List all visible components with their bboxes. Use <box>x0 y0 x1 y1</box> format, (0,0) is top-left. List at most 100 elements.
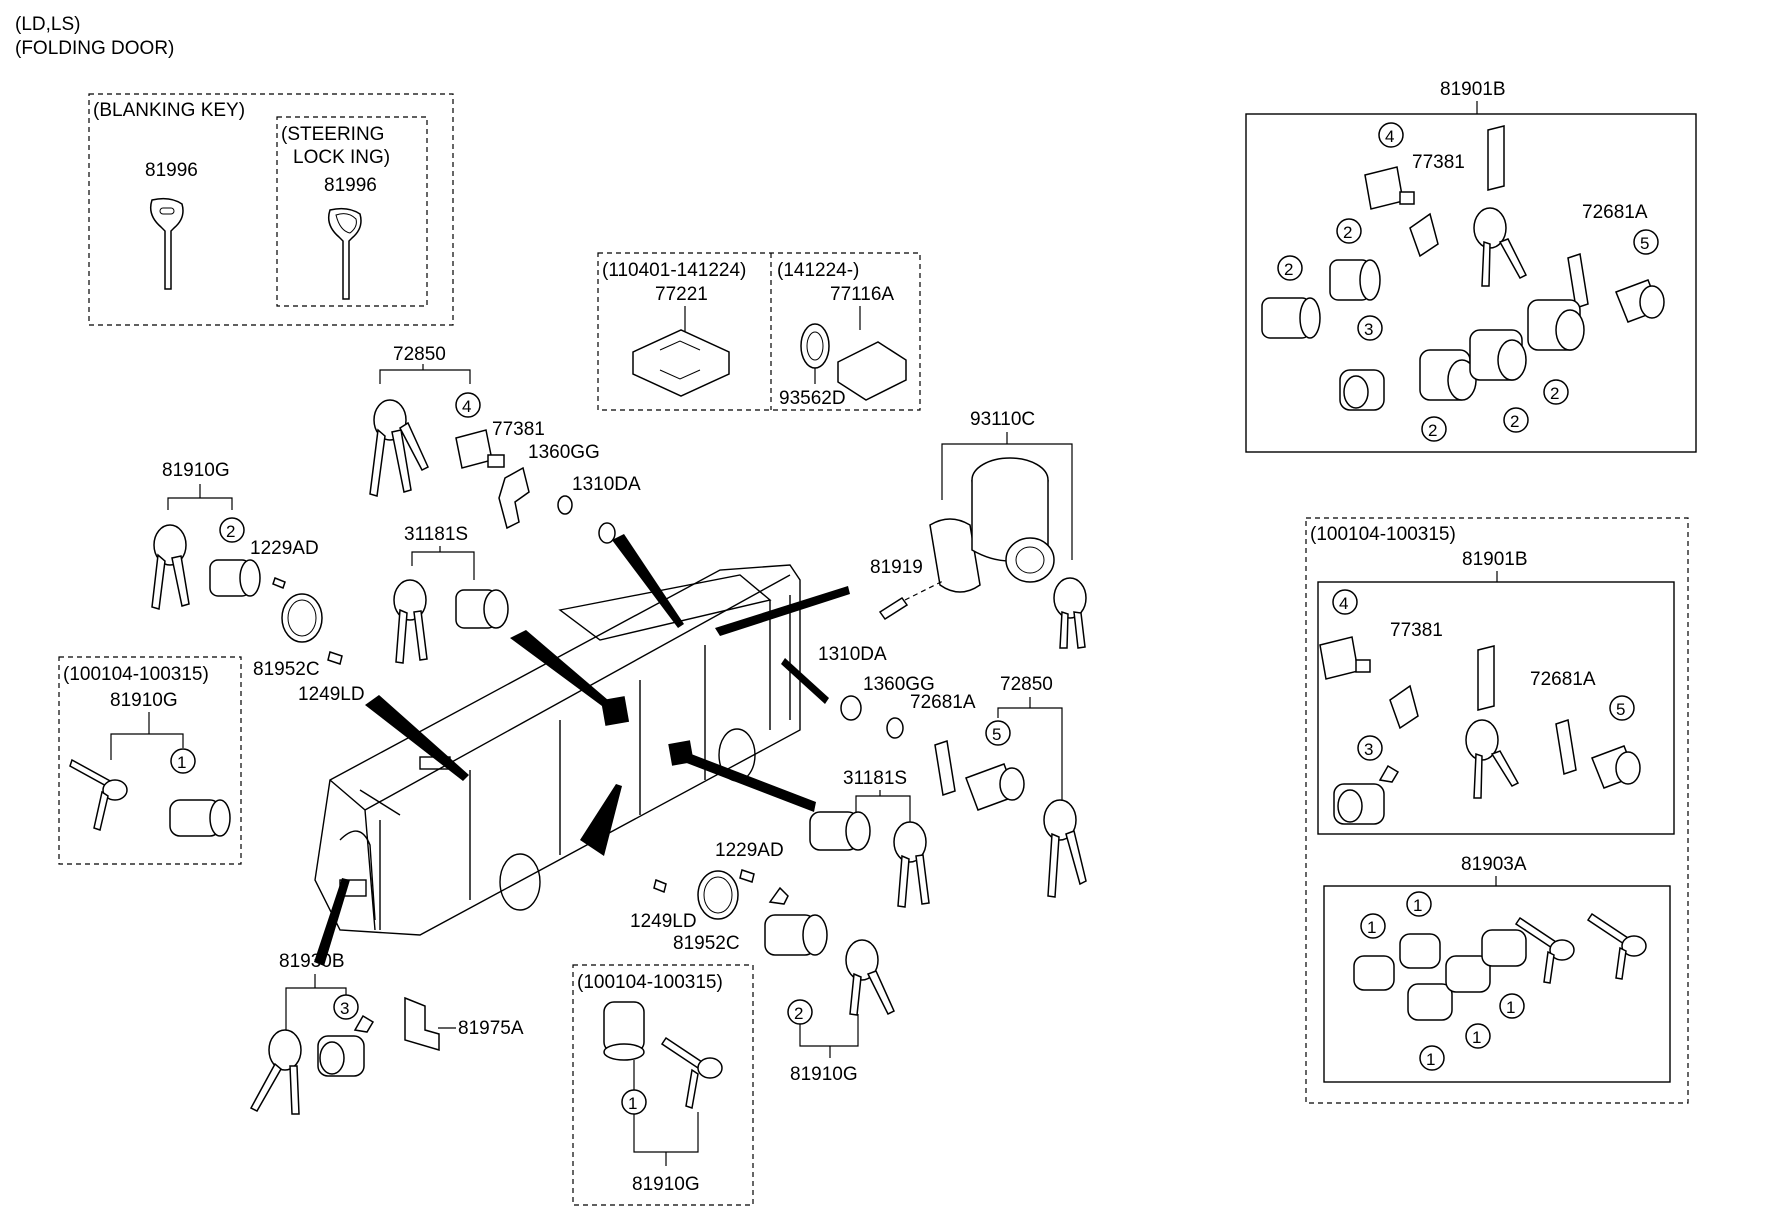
callout-1-icon <box>1406 891 1432 917</box>
clip-77381-icon <box>1409 212 1439 258</box>
blanking-key-label: (BLANKING KEY) <box>93 100 245 121</box>
key-set-icon <box>660 1036 723 1109</box>
part-1229AD-a: 1229AD <box>250 538 319 559</box>
part-72850-a: 72850 <box>393 344 446 365</box>
blanking-key-box <box>88 93 454 326</box>
key-set-icon <box>369 399 429 497</box>
part-81919: 81919 <box>870 557 923 578</box>
bracket-77116A-icon <box>837 341 907 401</box>
svg-text:3: 3 <box>1364 740 1373 759</box>
part-81975A: 81975A <box>458 1018 524 1039</box>
kit-box-81903A <box>1323 885 1671 1083</box>
clip-77381-icon <box>1389 684 1419 730</box>
blank-key-icon <box>149 197 184 290</box>
callout-2-icon <box>1503 407 1529 433</box>
callout-2-icon <box>1277 255 1303 281</box>
svg-text:3: 3 <box>340 999 349 1018</box>
part-1249LD-a: 1249LD <box>298 684 365 705</box>
part-77116A: 77116A <box>830 284 894 305</box>
svg-text:1: 1 <box>628 1094 637 1113</box>
key-set-icon <box>845 939 895 1016</box>
lock-cylinder-icon <box>1591 745 1641 789</box>
lock-cylinder-icon <box>1419 349 1477 401</box>
callout-5-icon <box>1633 229 1659 255</box>
lock-cylinder-icon <box>1407 983 1453 1021</box>
part-77381-b: 77381 <box>1412 152 1465 173</box>
lock-cylinder-icon <box>1364 166 1415 210</box>
part-31181S-a: 31181S <box>404 524 468 545</box>
steering-lock-box <box>276 116 428 307</box>
callout-1-icon <box>1419 1045 1445 1071</box>
key-set-icon <box>151 524 190 610</box>
callout-5-icon <box>985 720 1011 746</box>
bracket-77221-icon <box>632 329 730 397</box>
part-81996-b: 81996 <box>324 175 377 196</box>
key-set-icon <box>1586 912 1647 980</box>
steering-key-icon <box>327 207 362 300</box>
part-81910G-a: 81910G <box>162 460 230 481</box>
callout-3-icon <box>333 994 359 1020</box>
callout-1-icon <box>1465 1023 1491 1049</box>
lock-cylinder-icon <box>1339 369 1385 411</box>
clip-72681A-icon <box>1555 719 1577 775</box>
part-81910G-d: 81910G <box>632 1174 700 1195</box>
svg-text:5: 5 <box>1640 234 1649 253</box>
lock-cylinder-icon <box>455 589 509 629</box>
period-box-left <box>58 656 242 865</box>
key-set-icon <box>1043 799 1087 898</box>
ring-93562D-icon <box>800 323 830 369</box>
svg-text:3: 3 <box>1364 320 1373 339</box>
part-81910G-c: 81910G <box>790 1064 858 1085</box>
ignition-switch-icon <box>929 457 1055 593</box>
screw-icon <box>272 577 286 589</box>
lock-cylinder-icon <box>1399 933 1441 969</box>
part-93110C: 93110C <box>970 409 1035 430</box>
lock-cylinder-icon <box>1445 955 1491 993</box>
period-label-bottom: (100104-100315) <box>577 972 723 993</box>
nut-icon <box>840 695 862 721</box>
lock-cylinder-icon <box>455 429 505 469</box>
callout-1-icon <box>1499 993 1525 1019</box>
clip-72681A-icon <box>934 740 956 796</box>
part-1360GG-b: 1360GG <box>863 674 935 695</box>
washer-icon <box>886 717 904 739</box>
period-110401-label: (110401-141224) <box>602 260 746 281</box>
bracket-81975A-icon <box>404 996 440 1052</box>
part-93562D: 93562D <box>779 388 846 409</box>
nut-icon <box>598 522 616 544</box>
lock-cylinder-icon <box>1481 929 1527 967</box>
lock-cylinder-icon <box>965 763 1025 811</box>
svg-text:1: 1 <box>177 753 186 772</box>
svg-text:4: 4 <box>462 397 471 416</box>
lock-cylinder-icon <box>809 811 871 851</box>
part-1249LD-b: 1249LD <box>630 911 697 932</box>
callout-3-icon <box>1357 735 1383 761</box>
svg-text:1: 1 <box>1506 998 1515 1017</box>
lock-cylinder-icon <box>764 886 828 956</box>
key-set-icon <box>1465 719 1520 799</box>
lock-cylinder-icon <box>1329 259 1381 301</box>
svg-text:4: 4 <box>1385 127 1394 146</box>
svg-text:2: 2 <box>226 522 235 541</box>
lock-cylinder-icon <box>209 559 261 597</box>
callout-2-icon <box>1543 379 1569 405</box>
period-box-right <box>1305 517 1689 1104</box>
svg-text:2: 2 <box>794 1004 803 1023</box>
svg-text:2: 2 <box>1343 223 1352 242</box>
key-set-icon <box>249 1029 302 1115</box>
lock-cylinder-icon <box>1333 764 1400 825</box>
callout-2-icon <box>1421 416 1447 442</box>
svg-text:4: 4 <box>1339 594 1348 613</box>
callout-2-icon <box>1336 218 1362 244</box>
callout-1-icon <box>170 748 196 774</box>
svg-text:5: 5 <box>992 725 1001 744</box>
part-81952C-b: 81952C <box>673 933 740 954</box>
period-141224-label: (141224-) <box>777 260 859 281</box>
callout-4-icon <box>455 392 481 418</box>
period-box-mid <box>597 252 921 411</box>
svg-text:2: 2 <box>1550 384 1559 403</box>
bolt-icon <box>878 596 909 621</box>
header-model: (LD,LS) <box>15 14 80 35</box>
callout-4-icon <box>1378 122 1404 148</box>
